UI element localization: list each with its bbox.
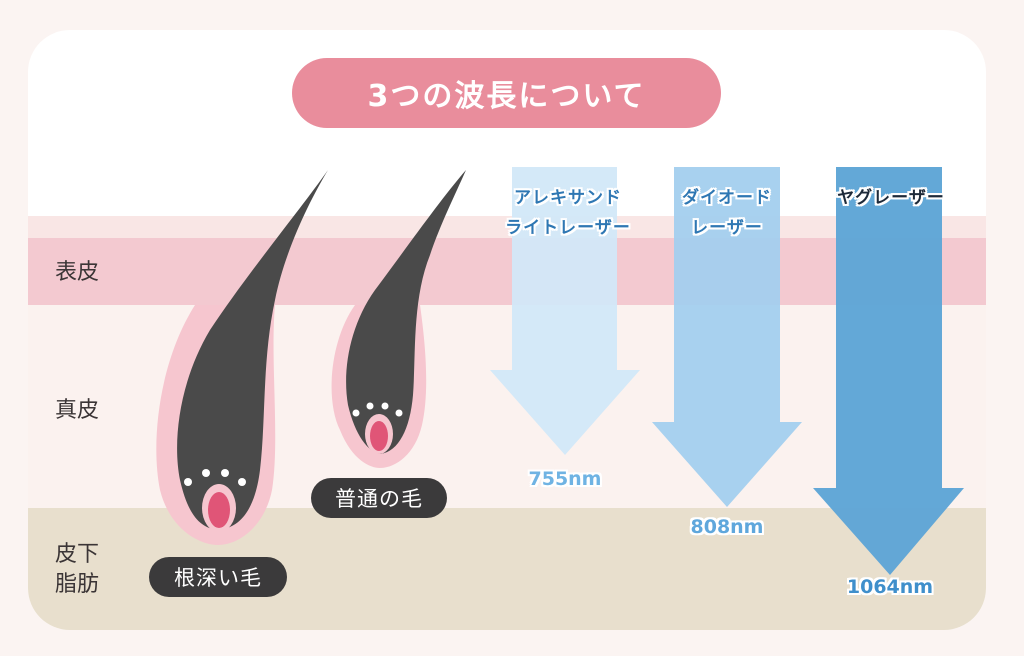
laser-label-alexandrite: アレキサンド ライトレーザー [505,188,631,238]
diode-arrow [652,167,802,507]
wavelength-808: 808nm [690,516,764,538]
laser-label-yag: ヤグレーザー [837,188,945,208]
normal-hair-shaft [346,170,466,454]
yag-arrow [813,167,964,575]
label-subcutaneous-line1: 皮下 [55,542,100,567]
laser-label-diode: ダイオード レーザー [682,188,772,238]
wavelength-755: 755nm [528,468,602,490]
epidermis-layer [28,238,986,305]
page-title: 3つの波長について [292,58,721,128]
hair-tag-deep: 根深い毛 [149,557,287,597]
deep-hair-illustration [156,170,328,545]
wavelength-1064: 1064nm [846,576,934,598]
label-subcutaneous-line2: 脂肪 [55,572,100,597]
label-epidermis: 表皮 [55,260,100,285]
normal-hair-papilla [370,421,388,451]
hair-tag-normal: 普通の毛 [311,478,447,518]
alexandrite-arrow [490,167,640,455]
label-dermis: 真皮 [55,398,100,423]
normal-hair-illustration [331,170,466,468]
deep-hair-papilla [208,492,230,528]
deep-hair-shaft [177,170,328,530]
label-subcutaneous: 皮下 脂肪 [55,540,99,600]
